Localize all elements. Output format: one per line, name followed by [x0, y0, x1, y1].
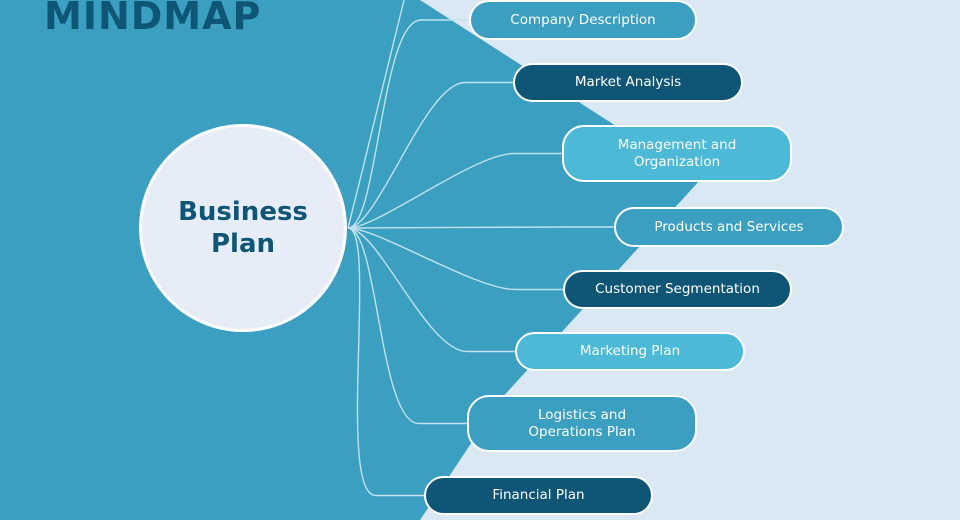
central-topic-label: Business Plan — [178, 197, 308, 259]
connector-line-2 — [347, 81, 513, 229]
branch-label: Company Description — [510, 11, 656, 28]
branch-label: Products and Services — [654, 218, 804, 235]
branch-node-financial-plan[interactable]: Financial Plan — [424, 476, 653, 515]
branch-node-customer-segmentation[interactable]: Customer Segmentation — [563, 270, 792, 309]
central-topic-node[interactable]: Business Plan — [139, 124, 347, 332]
branch-label: Market Analysis — [574, 74, 682, 90]
connector-line-6 — [347, 227, 515, 353]
connector-line-1 — [347, 19, 469, 229]
blue-panel-shape — [0, 0, 700, 520]
connector-line-8 — [347, 227, 424, 497]
branch-label: Customer Segmentation — [595, 281, 760, 297]
connector-line-5 — [347, 227, 563, 291]
connector-lines — [347, 0, 614, 497]
branch-node-logistics-and-operations-plan[interactable]: Logistics and Operations Plan — [467, 395, 697, 452]
connector-line-4 — [347, 226, 614, 229]
branch-node-management-and-organization[interactable]: Management and Organization — [562, 125, 792, 182]
branch-node-market-analysis[interactable]: Market Analysis — [513, 63, 743, 102]
branch-label: Logistics and Operations Plan — [528, 406, 636, 440]
connector-line-offscreen — [347, 0, 405, 229]
branch-node-company-description[interactable]: Company Description — [469, 0, 697, 40]
branch-label: Financial Plan — [492, 487, 585, 503]
branch-label: Marketing Plan — [579, 343, 681, 359]
mindmap-title: MINDMAP — [44, 0, 262, 38]
connector-line-3 — [347, 152, 562, 229]
branch-node-products-and-services[interactable]: Products and Services — [614, 207, 844, 247]
branch-node-marketing-plan[interactable]: Marketing Plan — [515, 332, 745, 371]
branch-label: Management and Organization — [617, 136, 737, 170]
connector-line-7 — [347, 227, 467, 425]
